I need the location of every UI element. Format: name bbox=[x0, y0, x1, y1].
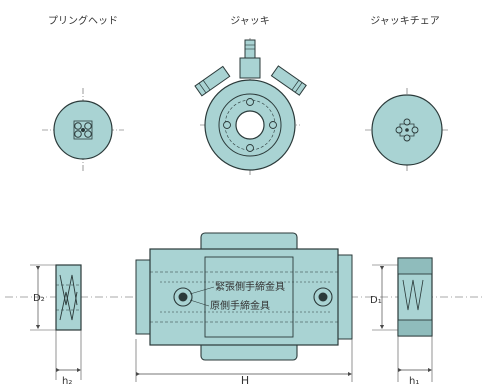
annotation-tension-side: 緊張側手締金具 bbox=[215, 280, 285, 293]
dim-h1: h₁ bbox=[409, 376, 419, 387]
jack-front-view bbox=[194, 38, 307, 175]
dim-d1: D₁ bbox=[370, 295, 382, 306]
jack-chair-side-view: D₁ h₁ bbox=[370, 257, 433, 387]
dim-d2: D₂ bbox=[33, 293, 45, 304]
jack-side-view: 緊張側手締金具 原側手締金具 H bbox=[135, 232, 353, 387]
dim-h: H bbox=[241, 374, 249, 387]
label-spring-head: プリングヘッド bbox=[48, 14, 118, 27]
dim-h2: h₂ bbox=[62, 376, 72, 387]
jack-chair-front-view bbox=[365, 88, 450, 172]
label-jack: ジャッキ bbox=[230, 16, 270, 27]
spring-head-front-view bbox=[42, 88, 124, 172]
label-jack-chair: ジャッキチェア bbox=[370, 15, 440, 27]
annotation-fixed-side: 原側手締金具 bbox=[210, 299, 270, 312]
spring-head-side-view: D₂ h₂ bbox=[30, 264, 82, 387]
